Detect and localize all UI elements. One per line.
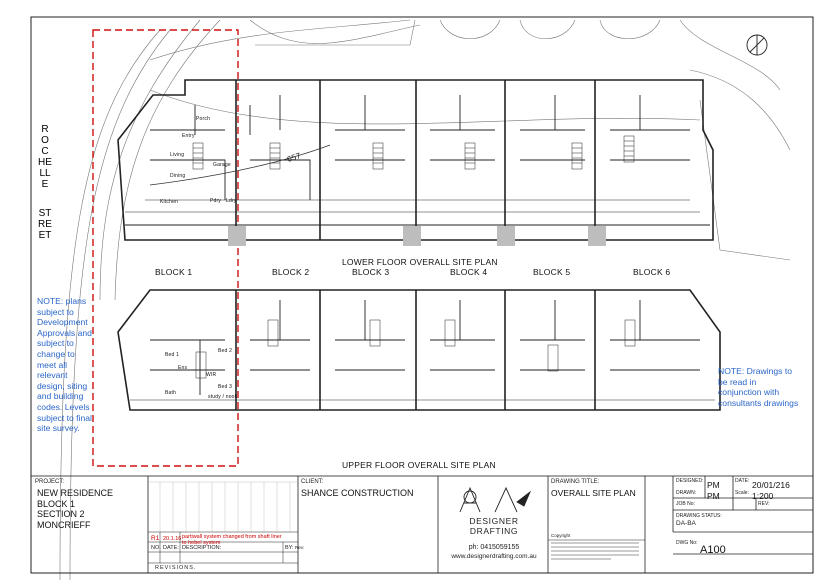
- project-name: NEW RESIDENCE BLOCK 1 SECTION 2 MONCRIEF…: [37, 488, 113, 530]
- rev-header-by: BY:: [285, 545, 294, 551]
- driveway-pads: [228, 226, 606, 246]
- room-label: study / nook: [208, 394, 238, 400]
- block-label-1: BLOCK 1: [155, 267, 193, 277]
- rev-header-date: DATE:: [163, 545, 179, 551]
- north-arrow: [746, 34, 768, 56]
- designed-value: PM: [707, 480, 720, 490]
- room-label: Bath: [165, 390, 177, 396]
- project-label: PROJECT:: [35, 479, 65, 485]
- rev-label: REV:: [758, 501, 770, 507]
- project-line: NEW RESIDENCE: [37, 488, 114, 498]
- client-name: SHANCE CONSTRUCTION: [301, 488, 414, 498]
- scale-value: 1:200: [752, 491, 774, 501]
- room-label: Bed 1: [165, 352, 180, 358]
- rev-header-no: NO.: [151, 545, 161, 551]
- revisions-label: REVISIONS.: [155, 565, 197, 571]
- firm-logo-graphic: [459, 486, 532, 513]
- firm-website: www.designerdrafting.com.au: [451, 553, 537, 560]
- street-name-word2: STREET: [38, 208, 52, 241]
- upper-floor-title: UPPER FLOOR OVERALL SITE PLAN: [342, 460, 496, 470]
- block-label-5: BLOCK 5: [533, 267, 571, 277]
- revision-id: R1: [151, 535, 160, 542]
- note-right: NOTE: Drawings to be read in conjunction…: [718, 366, 799, 408]
- room-label: WIR: [206, 372, 217, 378]
- drawing-title: OVERALL SITE PLAN: [551, 488, 636, 498]
- drawing-status-label: DRAWING STATUS:: [676, 513, 722, 519]
- copyright-label: Copyright: [551, 533, 571, 538]
- street-name-word1: ROCHELLE: [38, 124, 52, 190]
- client-label: CLIENT:: [301, 479, 324, 485]
- block1-boundary: [92, 29, 239, 467]
- project-line: MONCRIEFF: [37, 519, 91, 530]
- dwg-no-label: DWG No:: [676, 540, 698, 546]
- rev-header-rev: Rev:: [295, 545, 305, 550]
- date-value: 20/01/216: [752, 480, 790, 490]
- block-label-3: BLOCK 3: [352, 267, 390, 277]
- drawn-value: PM: [707, 491, 720, 501]
- designed-label: DESIGNED:: [676, 478, 704, 484]
- drawing-status-value: DA-BA: [676, 520, 696, 527]
- room-label: Ldry: [226, 198, 237, 204]
- room-label: Dining: [170, 173, 186, 179]
- project-line: BLOCK 1: [37, 498, 76, 509]
- room-label: Living: [170, 152, 185, 158]
- note-left: NOTE: plans subject to Development Appro…: [37, 296, 92, 434]
- rev-header-description: DESCRIPTION:: [182, 545, 222, 551]
- room-label: Bed 2: [218, 348, 233, 354]
- room-label: Ens: [178, 365, 188, 371]
- block-label-2: BLOCK 2: [272, 267, 310, 277]
- room-label: Garage: [213, 162, 231, 168]
- job-no-label: JOB No:: [676, 501, 695, 507]
- firm-name: DESIGNER DRAFTING: [469, 516, 519, 536]
- dwg-no-value: A100: [700, 544, 726, 556]
- lower-floor-title: LOWER FLOOR OVERALL SITE PLAN: [342, 257, 498, 267]
- room-label: Entry: [182, 133, 195, 139]
- room-label: Porch: [196, 116, 211, 122]
- drawing-title-label: DRAWING TITLE:: [551, 479, 600, 485]
- block-label-6: BLOCK 6: [633, 267, 671, 277]
- room-label: Pdry: [210, 198, 222, 204]
- drawn-label: DRAWN:: [676, 490, 697, 496]
- firm-phone: ph: 0415059155: [468, 544, 520, 551]
- road-lines: [59, 19, 791, 581]
- revision-description: partiwall system changed from shaft line…: [182, 534, 282, 546]
- room-label: Kitchen: [160, 199, 179, 205]
- contour-line: [149, 144, 331, 186]
- date-label: DATE:: [735, 478, 750, 484]
- upper-floor-plan: [117, 289, 721, 411]
- block-label-4: BLOCK 4: [450, 267, 488, 277]
- scale-label: Scale:: [735, 490, 749, 496]
- room-label: Bed 3: [218, 384, 233, 390]
- project-line: SECTION 2: [37, 509, 85, 519]
- revision-date: 20.1.16: [163, 536, 182, 542]
- copyright-fine-print: [551, 542, 639, 560]
- title-block-grid: [30, 475, 814, 574]
- lower-floor-plan: [117, 79, 714, 241]
